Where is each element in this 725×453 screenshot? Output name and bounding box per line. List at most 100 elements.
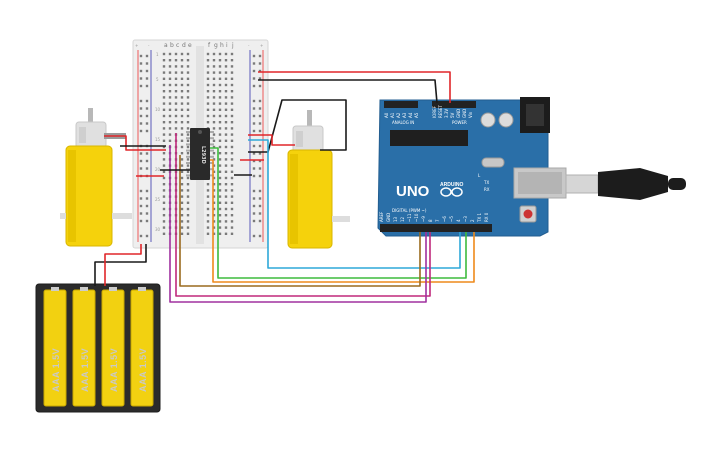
breadboard-hole[interactable] — [162, 133, 166, 136]
digital-header[interactable] — [380, 224, 492, 232]
rail-hole[interactable] — [258, 62, 262, 65]
breadboard-hole[interactable] — [230, 90, 234, 93]
rail-hole[interactable] — [139, 69, 143, 73]
breadboard-hole[interactable] — [180, 90, 184, 93]
breadboard-hole[interactable] — [212, 232, 216, 235]
breadboard-hole[interactable] — [180, 195, 184, 198]
rail-hole[interactable] — [139, 107, 143, 110]
breadboard-hole[interactable] — [186, 96, 190, 99]
breadboard-holes[interactable] — [139, 52, 262, 238]
wire-battery-red[interactable] — [104, 244, 142, 286]
breadboard-hole[interactable] — [224, 145, 228, 149]
breadboard-hole[interactable] — [218, 71, 222, 74]
breadboard-hole[interactable] — [224, 214, 228, 217]
breadboard-hole[interactable] — [212, 183, 216, 186]
rail-hole[interactable] — [145, 114, 149, 118]
breadboard-hole[interactable] — [224, 65, 228, 68]
breadboard-hole[interactable] — [218, 90, 222, 93]
rail-hole[interactable] — [252, 189, 256, 193]
breadboard-hole[interactable] — [224, 133, 228, 136]
breadboard-hole[interactable] — [180, 183, 184, 186]
rail-hole[interactable] — [258, 174, 262, 178]
breadboard-hole[interactable] — [180, 108, 184, 111]
breadboard-hole[interactable] — [162, 127, 166, 130]
breadboard-hole[interactable] — [206, 220, 210, 223]
wire-purple[interactable] — [169, 145, 427, 303]
rail-hole[interactable] — [258, 77, 262, 80]
breadboard-hole[interactable] — [168, 127, 172, 130]
breadboard-hole[interactable] — [162, 96, 166, 99]
breadboard-hole[interactable] — [186, 83, 190, 87]
breadboard-hole[interactable] — [180, 145, 184, 149]
breadboard-hole[interactable] — [212, 176, 216, 180]
breadboard-hole[interactable] — [224, 59, 228, 62]
breadboard-hole[interactable] — [230, 189, 234, 192]
rail-hole[interactable] — [252, 107, 256, 110]
breadboard-hole[interactable] — [218, 214, 222, 217]
breadboard-hole[interactable] — [212, 102, 216, 105]
breadboard-hole[interactable] — [224, 232, 228, 235]
breadboard-hole[interactable] — [162, 114, 166, 118]
rail-hole[interactable] — [258, 54, 262, 58]
breadboard-hole[interactable] — [186, 121, 190, 124]
wire-right-motor-black[interactable] — [248, 99, 347, 153]
wire-orange[interactable] — [210, 159, 475, 283]
breadboard-hole[interactable] — [186, 195, 190, 198]
breadboard-hole[interactable] — [224, 83, 228, 87]
rail-hole[interactable] — [258, 107, 262, 110]
breadboard-hole[interactable] — [174, 77, 178, 80]
breadboard-hole[interactable] — [186, 114, 190, 118]
breadboard-hole[interactable] — [218, 52, 222, 56]
breadboard-hole[interactable] — [218, 189, 222, 192]
breadboard-hole[interactable] — [206, 232, 210, 235]
breadboard-hole[interactable] — [174, 71, 178, 74]
rail-hole[interactable] — [258, 219, 262, 223]
breadboard-hole[interactable] — [206, 71, 210, 74]
breadboard-hole[interactable] — [218, 170, 222, 173]
breadboard-hole[interactable] — [186, 170, 190, 173]
rail-hole[interactable] — [258, 197, 262, 200]
breadboard-hole[interactable] — [224, 77, 228, 80]
breadboard-hole[interactable] — [224, 183, 228, 186]
breadboard-hole[interactable] — [206, 96, 210, 99]
rail-hole[interactable] — [252, 159, 256, 163]
breadboard-hole[interactable] — [212, 83, 216, 87]
breadboard-hole[interactable] — [212, 214, 216, 217]
breadboard-hole[interactable] — [186, 108, 190, 111]
rail-hole[interactable] — [252, 174, 256, 178]
breadboard-hole[interactable] — [206, 108, 210, 111]
breadboard-hole[interactable] — [224, 201, 228, 204]
breadboard-hole[interactable] — [180, 201, 184, 204]
breadboard-hole[interactable] — [218, 207, 222, 211]
rail-hole[interactable] — [258, 152, 262, 155]
breadboard-hole[interactable] — [180, 114, 184, 118]
breadboard-hole[interactable] — [206, 102, 210, 105]
rail-hole[interactable] — [139, 62, 143, 65]
rail-hole[interactable] — [139, 122, 143, 125]
breadboard-hole[interactable] — [180, 170, 184, 173]
breadboard-hole[interactable] — [218, 59, 222, 62]
breadboard-hole[interactable] — [224, 226, 228, 229]
breadboard-hole[interactable] — [230, 52, 234, 56]
breadboard-hole[interactable] — [218, 121, 222, 124]
rail-hole[interactable] — [258, 204, 262, 208]
breadboard-hole[interactable] — [206, 195, 210, 198]
breadboard-hole[interactable] — [168, 83, 172, 87]
breadboard-hole[interactable] — [186, 152, 190, 155]
breadboard-hole[interactable] — [224, 220, 228, 223]
rail-hole[interactable] — [145, 167, 149, 170]
breadboard-hole[interactable] — [212, 127, 216, 130]
breadboard-hole[interactable] — [180, 139, 184, 142]
rail-hole[interactable] — [139, 152, 143, 155]
rail-hole[interactable] — [145, 62, 149, 65]
breadboard-hole[interactable] — [186, 164, 190, 167]
breadboard-hole[interactable] — [218, 158, 222, 161]
wire-green[interactable] — [210, 147, 467, 279]
wire-right-motor-red[interactable] — [248, 134, 295, 146]
breadboard-hole[interactable] — [218, 83, 222, 87]
breadboard-hole[interactable] — [168, 65, 172, 68]
breadboard-hole[interactable] — [162, 152, 166, 155]
breadboard-hole[interactable] — [212, 65, 216, 68]
breadboard-hole[interactable] — [230, 201, 234, 204]
